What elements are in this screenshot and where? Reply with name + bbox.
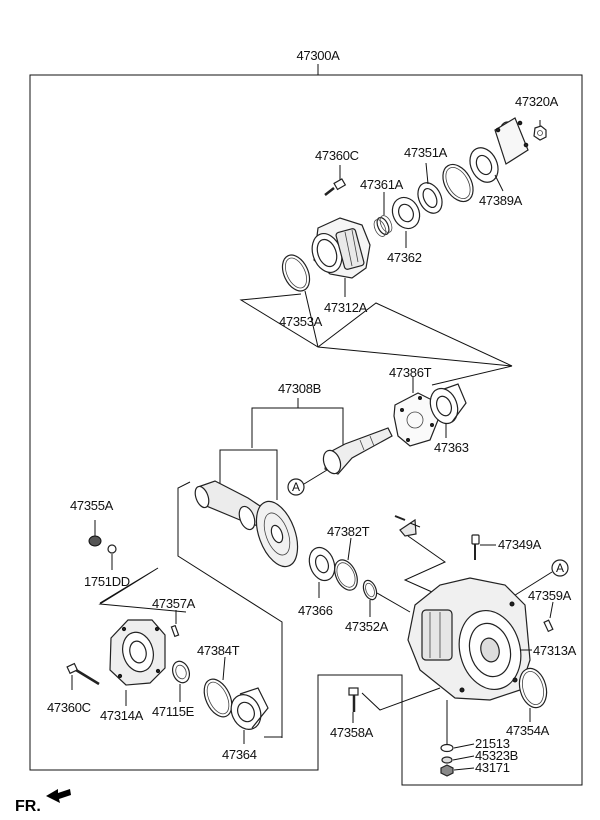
part-47351A-oil-seal[interactable] bbox=[413, 179, 446, 217]
part-label-47360C-bottom[interactable]: 47360C bbox=[47, 700, 91, 715]
part-21513-washer[interactable] bbox=[440, 743, 454, 753]
part-label-47364[interactable]: 47364 bbox=[222, 747, 257, 762]
part-label-47351A[interactable]: 47351A bbox=[404, 145, 448, 160]
part-label-47314A[interactable]: 47314A bbox=[100, 708, 144, 723]
part-label-45323B[interactable]: 45323B bbox=[475, 748, 518, 763]
leader-line bbox=[361, 687, 441, 711]
leader-line bbox=[376, 592, 411, 613]
part-47352A-snap-ring[interactable] bbox=[361, 579, 379, 602]
leader-line bbox=[317, 302, 513, 367]
callout-a-upper-text: A bbox=[292, 480, 300, 494]
part-47361A-snap-ring[interactable] bbox=[372, 214, 395, 239]
part-label-47360C-top[interactable]: 47360C bbox=[315, 148, 359, 163]
leader-line bbox=[177, 481, 283, 738]
part-47312A-transfer-case-housing[interactable] bbox=[307, 217, 371, 279]
callout-a-lower[interactable]: A bbox=[551, 559, 569, 577]
part-47358A-bolt[interactable] bbox=[348, 687, 359, 712]
part-label-21513[interactable]: 21513 bbox=[475, 736, 510, 751]
part-47363-bearing[interactable] bbox=[426, 383, 467, 427]
part-label-47384T[interactable]: 47384T bbox=[197, 643, 240, 658]
callout-a-lower-text: A bbox=[556, 561, 564, 575]
part-label-47354A[interactable]: 47354A bbox=[506, 723, 550, 738]
part-label-47312A[interactable]: 47312A bbox=[324, 300, 368, 315]
leader-line bbox=[403, 535, 447, 593]
part-47364-bearing[interactable] bbox=[226, 687, 269, 734]
leader-line bbox=[239, 293, 513, 386]
part-label-47357A[interactable]: 47357A bbox=[152, 596, 196, 611]
part-47353A-o-ring[interactable] bbox=[277, 251, 315, 296]
part-47366-bearing[interactable] bbox=[305, 544, 339, 584]
part-47314A-side-cover[interactable] bbox=[109, 619, 166, 686]
part-47360C-bolt-upper[interactable] bbox=[324, 178, 347, 196]
leader-line bbox=[549, 601, 554, 619]
part-label-47355A[interactable]: 47355A bbox=[70, 498, 114, 513]
part-o-ring-upper[interactable] bbox=[437, 159, 480, 207]
part-label-47386T[interactable]: 47386T bbox=[389, 365, 432, 380]
part-label-47115E[interactable]: 47115E bbox=[152, 704, 195, 719]
part-label-47358A[interactable]: 47358A bbox=[330, 725, 374, 740]
leader-line bbox=[452, 755, 475, 761]
part-47354A-o-ring[interactable] bbox=[515, 665, 550, 710]
part-47313A-transfer-case[interactable] bbox=[407, 577, 531, 701]
callout-a-upper[interactable]: A bbox=[287, 478, 305, 496]
leader-line bbox=[304, 290, 319, 348]
part-47320A-nut[interactable] bbox=[533, 125, 547, 141]
part-47360C-bolt-lower[interactable] bbox=[66, 662, 100, 686]
front-direction-label: FR. bbox=[15, 798, 41, 815]
part-43171-nut[interactable] bbox=[440, 764, 454, 777]
leader-line bbox=[494, 174, 504, 192]
part-label-47362[interactable]: 47362 bbox=[387, 250, 422, 265]
leader-line bbox=[98, 567, 187, 613]
leader-line bbox=[453, 767, 475, 771]
leader-line bbox=[425, 162, 429, 185]
part-label-47389A[interactable]: 47389A bbox=[479, 193, 523, 208]
part-label-47382T[interactable]: 47382T bbox=[327, 524, 370, 539]
part-label-47313A[interactable]: 47313A bbox=[533, 643, 577, 658]
front-arrow-icon bbox=[46, 789, 71, 803]
part-47386T-gasket[interactable] bbox=[393, 392, 439, 447]
part-label-47363[interactable]: 47363 bbox=[434, 440, 469, 455]
part-label-47366[interactable]: 47366 bbox=[298, 603, 333, 618]
part-47115E-oil-seal[interactable] bbox=[170, 659, 193, 685]
part-47382T-o-ring[interactable] bbox=[330, 556, 362, 593]
part-47384T-o-ring[interactable] bbox=[199, 675, 238, 721]
leader-line bbox=[511, 571, 553, 598]
part-47355A-plug[interactable] bbox=[88, 535, 102, 547]
part-47308B-drive-pinion[interactable] bbox=[320, 427, 393, 476]
leader-line bbox=[219, 449, 278, 500]
part-45323B-plug[interactable] bbox=[441, 756, 453, 764]
leader-line bbox=[453, 743, 475, 749]
leader-line bbox=[303, 469, 328, 485]
leader-line bbox=[409, 522, 421, 528]
part-label-47361A[interactable]: 47361A bbox=[360, 177, 404, 192]
part-label-1751DD[interactable]: 1751DD bbox=[84, 574, 130, 589]
part-label-47352A[interactable]: 47352A bbox=[345, 619, 389, 634]
assembly-number-label[interactable]: 47300A bbox=[296, 48, 340, 63]
part-1751DD-washer[interactable] bbox=[107, 544, 117, 554]
part-47349A-breather[interactable] bbox=[471, 534, 480, 560]
part-label-47359A[interactable]: 47359A bbox=[528, 588, 572, 603]
part-ring-gear-shaft[interactable] bbox=[193, 480, 306, 572]
leader-line bbox=[222, 656, 226, 681]
assembly-frame bbox=[29, 64, 583, 786]
part-label-47353A[interactable]: 47353A bbox=[279, 314, 323, 329]
part-label-47308B[interactable]: 47308B bbox=[278, 381, 321, 396]
leader-line bbox=[347, 537, 352, 561]
part-47362-bearing[interactable] bbox=[387, 193, 424, 233]
part-47359A-dowel[interactable] bbox=[543, 619, 554, 633]
leader-line bbox=[251, 407, 344, 450]
part-label-47349A[interactable]: 47349A bbox=[498, 537, 542, 552]
part-47389A-companion-flange[interactable] bbox=[465, 117, 529, 187]
part-label-47320A[interactable]: 47320A bbox=[515, 94, 559, 109]
part-47357A-pin[interactable] bbox=[170, 624, 180, 638]
part-label-43171[interactable]: 43171 bbox=[475, 760, 510, 775]
part-small-bolt[interactable] bbox=[394, 515, 417, 537]
